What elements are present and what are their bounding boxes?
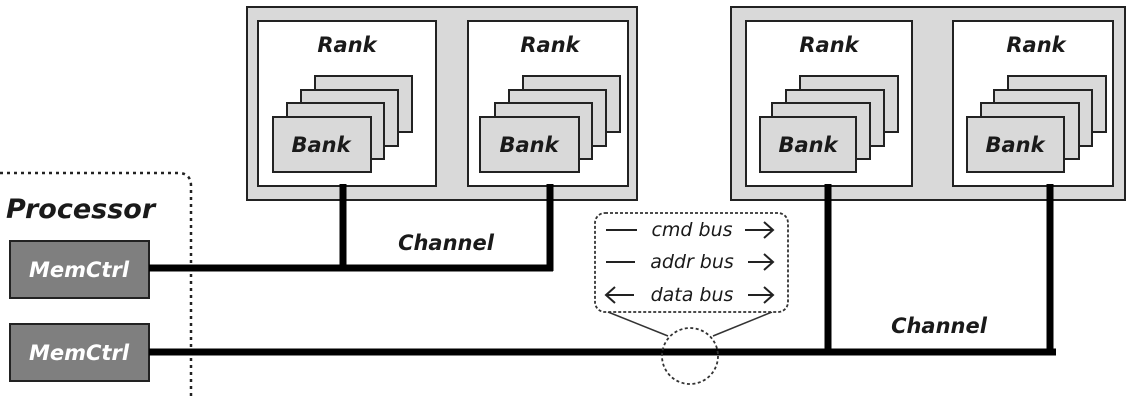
addr-bus-row: addr bus bbox=[606, 251, 775, 273]
rank-label: Rank bbox=[317, 33, 378, 57]
arrow-right-icon bbox=[745, 221, 775, 239]
data-bus-label: data bus bbox=[651, 284, 734, 306]
data-bus-row: data bus bbox=[604, 284, 775, 306]
bank-label: Bank bbox=[778, 133, 839, 157]
rank-2-2: Rank Bank bbox=[952, 20, 1114, 187]
cmd-bus-label: cmd bus bbox=[651, 219, 732, 241]
bank-stack: Bank bbox=[479, 75, 621, 173]
memctrl-1: MemCtrl bbox=[9, 240, 150, 299]
bank-label: Bank bbox=[499, 133, 560, 157]
bank-stack: Bank bbox=[272, 75, 413, 173]
memctrl-2-label: MemCtrl bbox=[29, 341, 130, 365]
memctrl-2: MemCtrl bbox=[9, 323, 150, 382]
channel-2-bus bbox=[149, 184, 1056, 356]
memctrl-1-label: MemCtrl bbox=[29, 258, 130, 282]
arrow-left-icon bbox=[604, 286, 634, 304]
bank-label: Bank bbox=[985, 133, 1046, 157]
rank-label: Rank bbox=[1006, 33, 1067, 57]
rank-2-1: Rank Bank bbox=[745, 20, 913, 187]
rank-1-1: Rank Bank bbox=[257, 20, 437, 187]
rank-label: Rank bbox=[520, 33, 581, 57]
processor-boundary bbox=[0, 171, 193, 400]
cmd-bus-row: cmd bus bbox=[606, 219, 775, 241]
arrow-right-icon bbox=[748, 253, 775, 271]
bank-stack: Bank bbox=[759, 75, 899, 173]
processor-label: Processor bbox=[6, 194, 157, 225]
bus-callout: cmd bus addr bus data bus bbox=[594, 212, 789, 385]
rank-label: Rank bbox=[799, 33, 860, 57]
memory-module-2: Rank Bank Rank Bank bbox=[730, 6, 1126, 201]
channel-1-label: Channel bbox=[398, 231, 495, 255]
channel-1-bus bbox=[149, 184, 554, 272]
memory-module-1: Rank Bank Rank Bank bbox=[246, 6, 638, 201]
addr-bus-label: addr bus bbox=[650, 251, 734, 273]
rank-1-2: Rank Bank bbox=[467, 20, 629, 187]
arrow-right-icon bbox=[748, 286, 775, 304]
bank-label: Bank bbox=[291, 133, 352, 157]
bank-stack: Bank bbox=[966, 75, 1107, 173]
channel-2-label: Channel bbox=[891, 314, 988, 338]
